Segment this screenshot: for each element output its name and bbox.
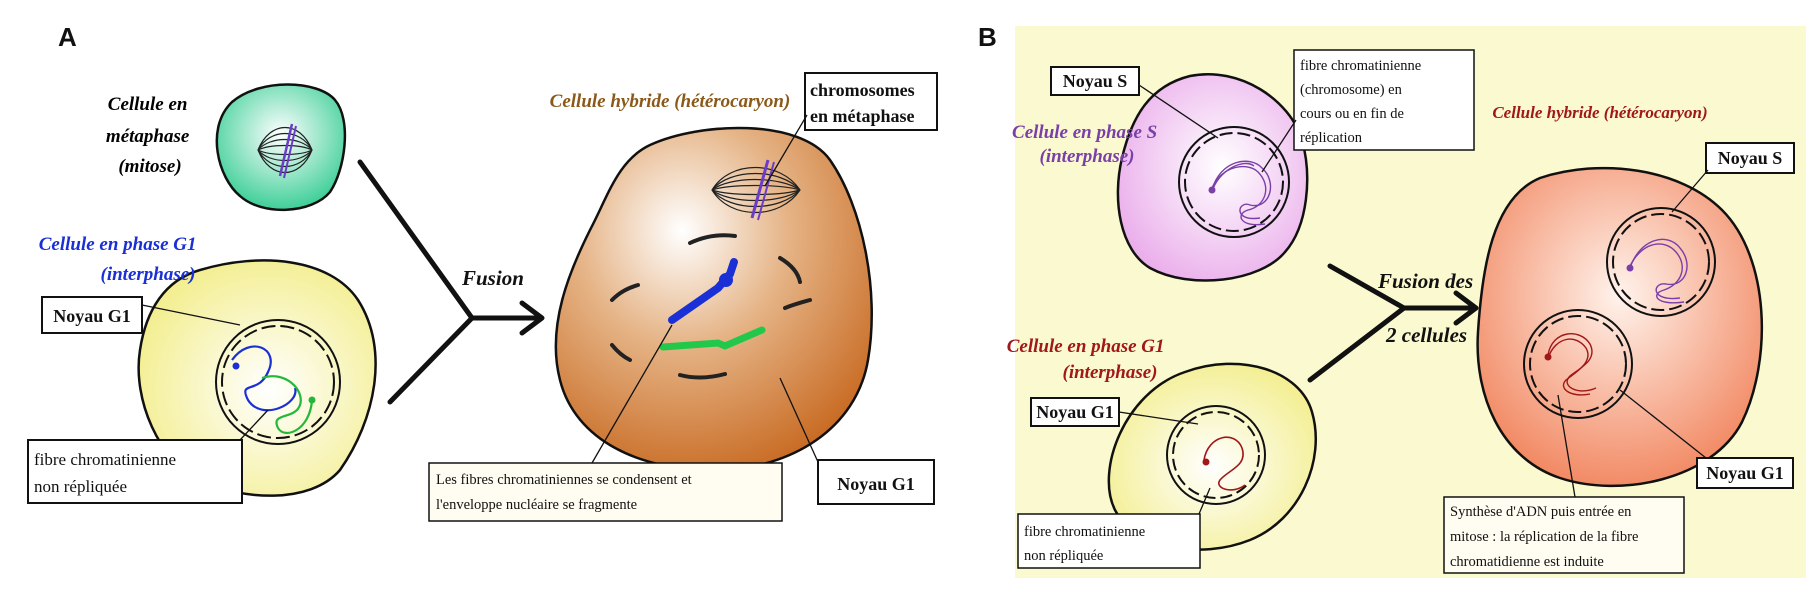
hybrid-s-chromatin [1629, 238, 1688, 304]
g1-title-a-line-2: (interphase) [101, 264, 196, 285]
fibre-label-a-line-2: non répliquée [34, 477, 127, 496]
metaphase-title-line-2: métaphase [106, 126, 190, 147]
synthese-label-line-3: chromatidienne est induite [1450, 554, 1604, 570]
phase-s-title-line-2: (interphase) [1040, 146, 1135, 167]
metaphase-title-line-1: Cellule en [108, 94, 188, 115]
g1-title-a: Cellule en phase G1 (interphase) [39, 234, 202, 285]
fibre-label-a: fibre chromatinienne non répliquée [34, 450, 180, 496]
g1-cell-a [137, 259, 377, 497]
noyau-g1-hybrid-box-a: Noyau G1 [779, 377, 935, 505]
fibre-replication-label-line-4: réplication [1300, 130, 1363, 146]
fibre-label-a-line-1: fibre chromatinienne [34, 450, 176, 469]
g1-title-b-line-1: Cellule en phase G1 [1007, 336, 1165, 357]
fibre-replication-label: fibre chromatinienne (chromosome) en cou… [1300, 58, 1425, 146]
chromosomes-box: chromosomes en métaphase [764, 72, 938, 187]
fusion-label-b-line-1: Fusion des [1377, 269, 1473, 293]
noyau-g1-label-b: Noyau G1 [1036, 402, 1114, 422]
noyau-s-box: Noyau S [1050, 66, 1219, 139]
g1-title-a-line-1: Cellule en phase G1 [39, 234, 197, 255]
g1-title-b-line-2: (interphase) [1063, 362, 1158, 383]
phase-s-chromatin [1211, 160, 1272, 226]
synthese-label-line-2: mitose : la réplication de la fibre [1450, 529, 1638, 545]
hybrid-g1-chromatin [1547, 333, 1597, 396]
fibre-box-a: fibre chromatinienne non répliquée [27, 409, 269, 504]
condense-box: Les fibres chromatiniennes se condensent… [428, 324, 783, 522]
noyau-g1-label-a: Noyau G1 [53, 306, 131, 326]
noyau-s-label: Noyau S [1063, 71, 1128, 91]
chromosomes-label: chromosomes en métaphase [810, 80, 919, 126]
fibre-replication-label-line-3: cours ou en fin de [1300, 106, 1404, 122]
fibre-replication-label-line-1: fibre chromatinienne [1300, 58, 1421, 74]
noyau-g1-hybrid-label-b: Noyau G1 [1706, 463, 1784, 483]
panel-a: A Cellule en métaphase (mitose) [27, 22, 938, 522]
chromosomes-label-line-1: chromosomes [810, 80, 915, 100]
condense-label-line-1: Les fibres chromatiniennes se condensent… [436, 472, 692, 488]
noyau-s-hybrid-label: Noyau S [1718, 148, 1783, 168]
fusion-arrow-a [357, 159, 545, 405]
hybrid-cell-b [1476, 166, 1764, 488]
condense-label: Les fibres chromatiniennes se condensent… [436, 472, 695, 513]
noyau-s-hybrid-box: Noyau S [1671, 142, 1795, 213]
fusion-label-b-line-2: 2 cellules [1385, 323, 1467, 347]
fusion-arrow-b [1307, 263, 1479, 383]
hybrid-title-b: Cellule hybride (hétérocaryon) [1492, 103, 1707, 122]
hybrid-spindle [711, 159, 801, 221]
fusion-label-b: Fusion des 2 cellules [1377, 269, 1478, 347]
metaphase-title: Cellule en métaphase (mitose) [106, 94, 194, 177]
panel-a-label: A [58, 22, 77, 52]
g1-cell-b [1107, 362, 1317, 551]
metaphase-spindle [257, 123, 313, 179]
fusion-label-a: Fusion [461, 266, 524, 290]
noyau-g1-box-b: Noyau G1 [1030, 397, 1199, 427]
noyau-g1-box-a: Noyau G1 [41, 296, 241, 334]
noyau-g1-hybrid-label-a: Noyau G1 [837, 474, 915, 494]
chromosomes-label-line-2: en métaphase [810, 106, 915, 126]
fibre-label-b-line-2: non répliquée [1024, 548, 1103, 564]
metaphase-title-line-3: (mitose) [118, 156, 181, 177]
panel-b: B Cellule en phase S (interphase) Noyau … [978, 22, 1806, 578]
panel-b-label: B [978, 22, 997, 52]
hybrid-cell-a [554, 126, 873, 472]
g1-title-b: Cellule en phase G1 (interphase) [1007, 336, 1170, 383]
envelope-fragments [610, 233, 812, 380]
fibre-label-b-line-1: fibre chromatinienne [1024, 524, 1145, 540]
synthese-box: Synthèse d'ADN puis entrée en mitose : l… [1443, 394, 1685, 574]
fibre-box-b: fibre chromatinienne non répliquée [1017, 487, 1211, 569]
fibre-label-b: fibre chromatinienne non répliquée [1024, 524, 1149, 564]
synthese-label: Synthèse d'ADN puis entrée en mitose : l… [1450, 504, 1642, 570]
condense-label-line-2: l'enveloppe nucléaire se fragmente [436, 497, 637, 513]
metaphase-cell [215, 83, 347, 212]
fibre-replication-label-line-2: (chromosome) en [1300, 82, 1403, 98]
phase-s-title: Cellule en phase S (interphase) [1012, 122, 1162, 167]
hybrid-title-a: Cellule hybride (hétérocaryon) [550, 91, 791, 112]
noyau-g1-hybrid-box-b: Noyau G1 [1619, 389, 1794, 489]
fibre-replication-box: fibre chromatinienne (chromosome) en cou… [1261, 49, 1475, 173]
phase-s-title-line-1: Cellule en phase S [1012, 122, 1157, 143]
phase-s-cell [1116, 73, 1309, 282]
synthese-label-line-1: Synthèse d'ADN puis entrée en [1450, 504, 1632, 520]
